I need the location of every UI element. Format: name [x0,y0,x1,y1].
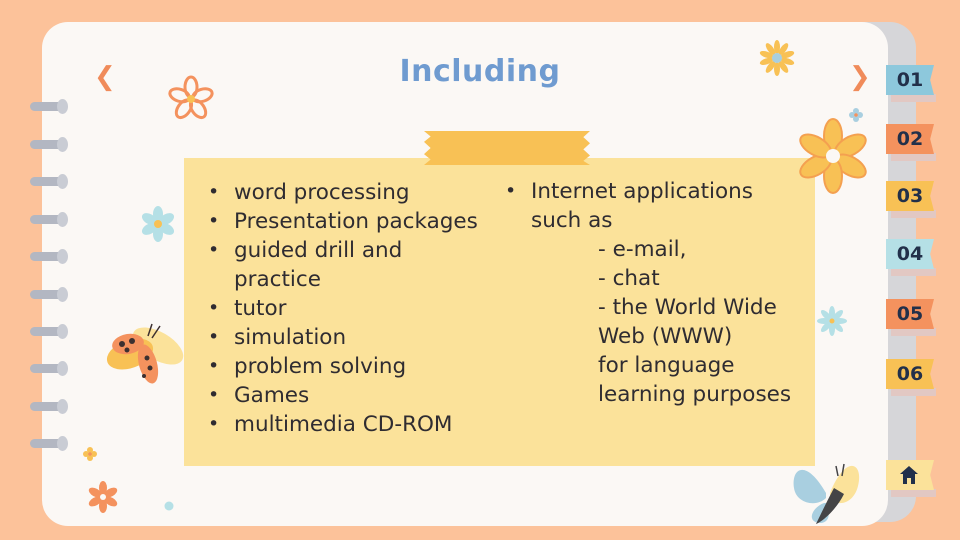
tab-01[interactable]: 01 [886,65,934,95]
internet-sub-list: - e-mail, - chat - the World Wide Web (W… [531,235,810,409]
next-arrow-icon[interactable]: ❯ [849,62,871,92]
list-item: guided drill and practice [203,236,434,294]
tools-list-right: Internet applications such as - e-mail, … [500,177,810,409]
sub-list-item: - chat [598,266,660,291]
list-item: Internet applications such as - e-mail, … [500,177,810,409]
tab-05[interactable]: 05 [886,299,934,329]
ladybug-icon [106,323,184,384]
small-flower-icon [83,447,97,461]
orange-flower-icon [88,481,118,513]
page-title: Including [399,54,561,89]
list-item: multimedia CD-ROM [203,410,503,439]
tab-03[interactable]: 03 [886,181,934,211]
previous-arrow-icon[interactable]: ❮ [94,62,116,92]
list-item: word processing [203,178,503,207]
tab-shadow [891,268,936,276]
spiral-ring [30,249,68,264]
spiral-ring [30,212,68,227]
tools-list-left: word processing Presentation packages gu… [203,178,503,439]
spiral-ring [30,324,68,339]
list-item: Presentation packages [203,207,503,236]
tab-shadow [891,210,936,218]
orange-flower-icon [168,75,214,120]
small-flower-icon [849,108,863,122]
spiral-ring [30,399,68,414]
sub-list-tail: for language learning purposes [598,353,792,407]
list-item: tutor [203,294,503,323]
tab-shadow [891,94,936,102]
tape-strip [424,131,590,165]
tab-shadow [891,328,936,336]
big-yellow-flower-icon [799,118,867,194]
tab-02[interactable]: 02 [886,124,934,154]
list-item: simulation [203,323,503,352]
tab-04[interactable]: 04 [886,239,934,269]
tab-shadow [891,153,936,161]
blue-flower-icon [817,306,847,336]
tab-06[interactable]: 06 [886,359,934,389]
home-icon [900,466,918,484]
home-tab[interactable] [886,460,934,490]
spiral-ring [30,287,68,302]
yellow-flower-icon [759,40,795,76]
tab-shadow [891,388,936,396]
internet-applications-lead: Internet applications such as [531,179,754,233]
spiral-ring [30,361,68,376]
sub-list-item: - the World Wide Web (WWW) [598,295,777,349]
butterfly-icon [793,463,860,524]
tab-shadow [891,489,936,497]
sub-list-item: - e-mail, [598,237,687,262]
list-item: Games [203,381,503,410]
spiral-ring [30,436,68,451]
dot-decoration [164,501,174,511]
list-item: problem solving [203,352,503,381]
spiral-ring [30,137,68,152]
spiral-ring [30,174,68,189]
spiral-ring [30,99,68,114]
blue-flower-icon [141,206,175,242]
